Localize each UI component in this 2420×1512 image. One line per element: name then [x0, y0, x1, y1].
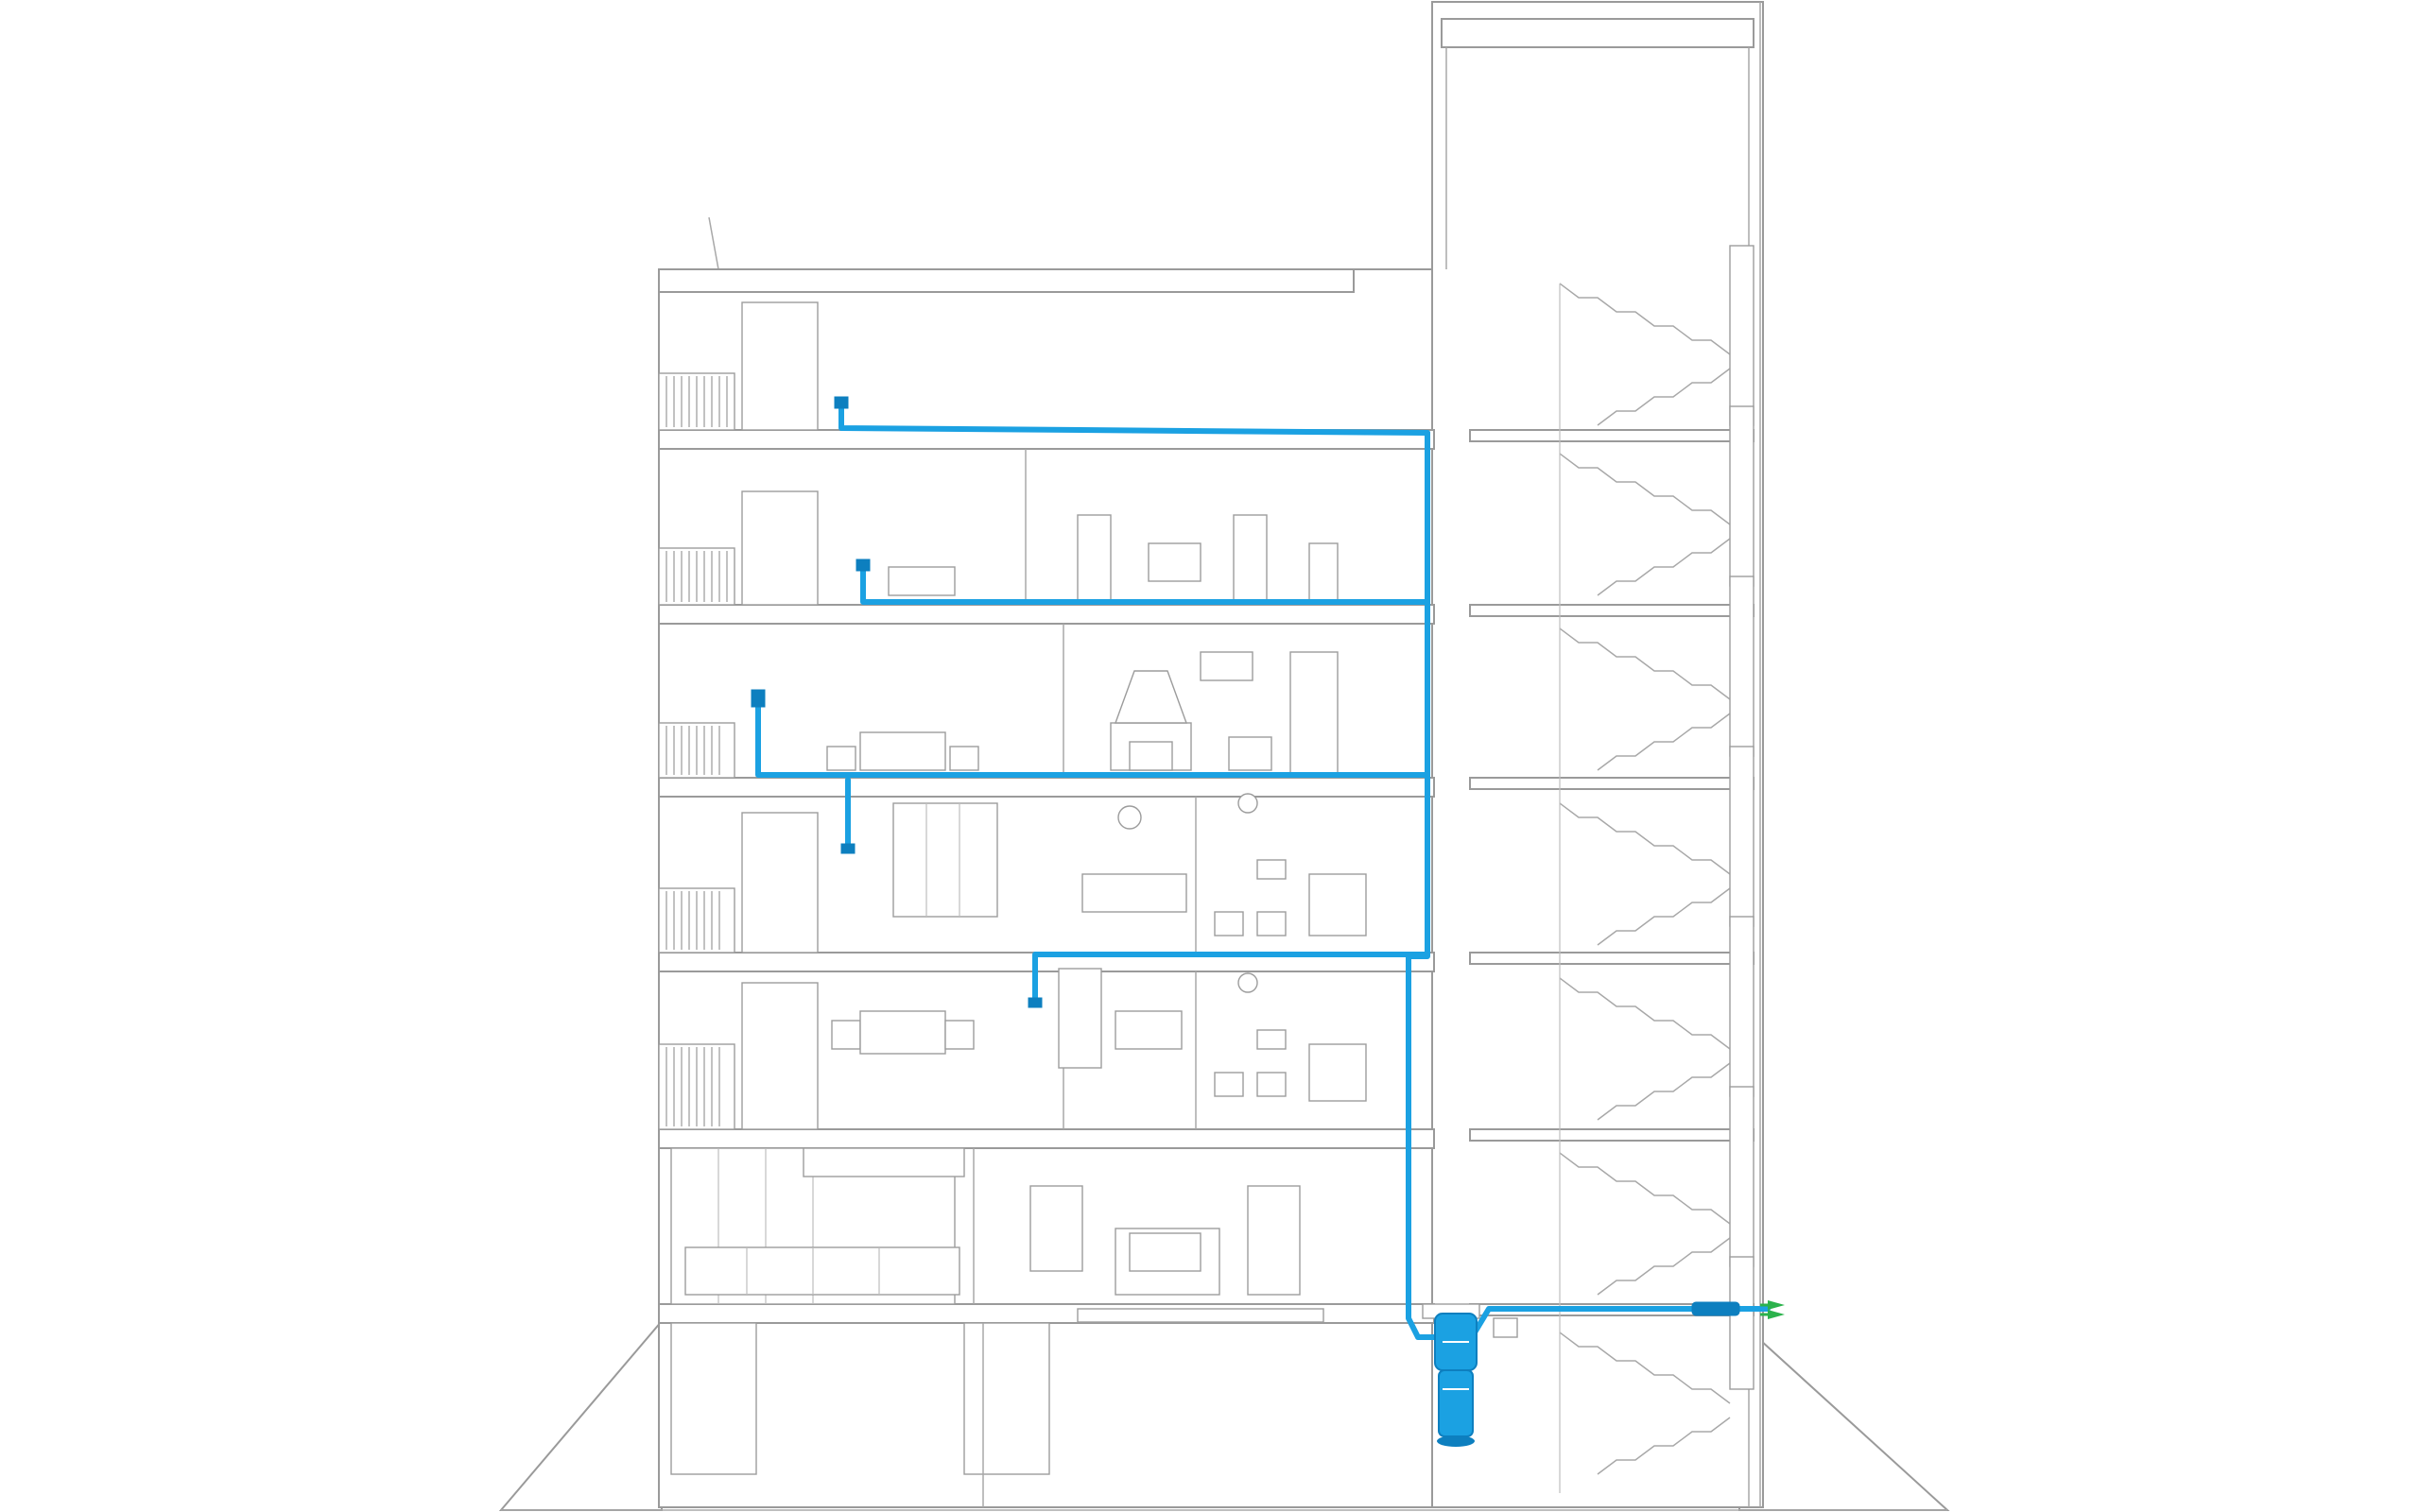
staircase [1559, 283, 1731, 1493]
ground-floor-furniture [684, 1147, 1324, 1323]
branch-floor-1 [1032, 952, 1430, 1006]
vertical-riser [1406, 430, 1440, 1340]
floor-3-furniture [826, 651, 1339, 776]
wall-inlet-icon[interactable] [856, 558, 871, 572]
exhaust-line [1472, 1306, 1771, 1335]
floor-2-furniture [892, 793, 1367, 936]
vacuum-unit-icon[interactable] [1434, 1313, 1478, 1447]
inlet-valves [751, 396, 1043, 1008]
branch-floor-4 [860, 562, 1430, 605]
branch-floor-3 [755, 696, 1430, 778]
wall-inlet-icon[interactable] [834, 396, 849, 409]
wall-inlet-icon[interactable] [840, 843, 856, 854]
wall-inlet-icon[interactable] [751, 689, 766, 708]
interior-walls [973, 449, 1197, 1507]
vacuum-pipe-network [755, 402, 1771, 1340]
floor-1-furniture [831, 968, 1367, 1102]
terrain [498, 1318, 1950, 1511]
exhaust-arrow-icon [1760, 1300, 1785, 1319]
floor-4-furniture [888, 514, 1339, 601]
silencer-icon [1691, 1301, 1740, 1316]
tower-windows [1729, 245, 1754, 1390]
branch-attic [838, 402, 1430, 436]
wall-inlet-icon[interactable] [1028, 997, 1043, 1008]
